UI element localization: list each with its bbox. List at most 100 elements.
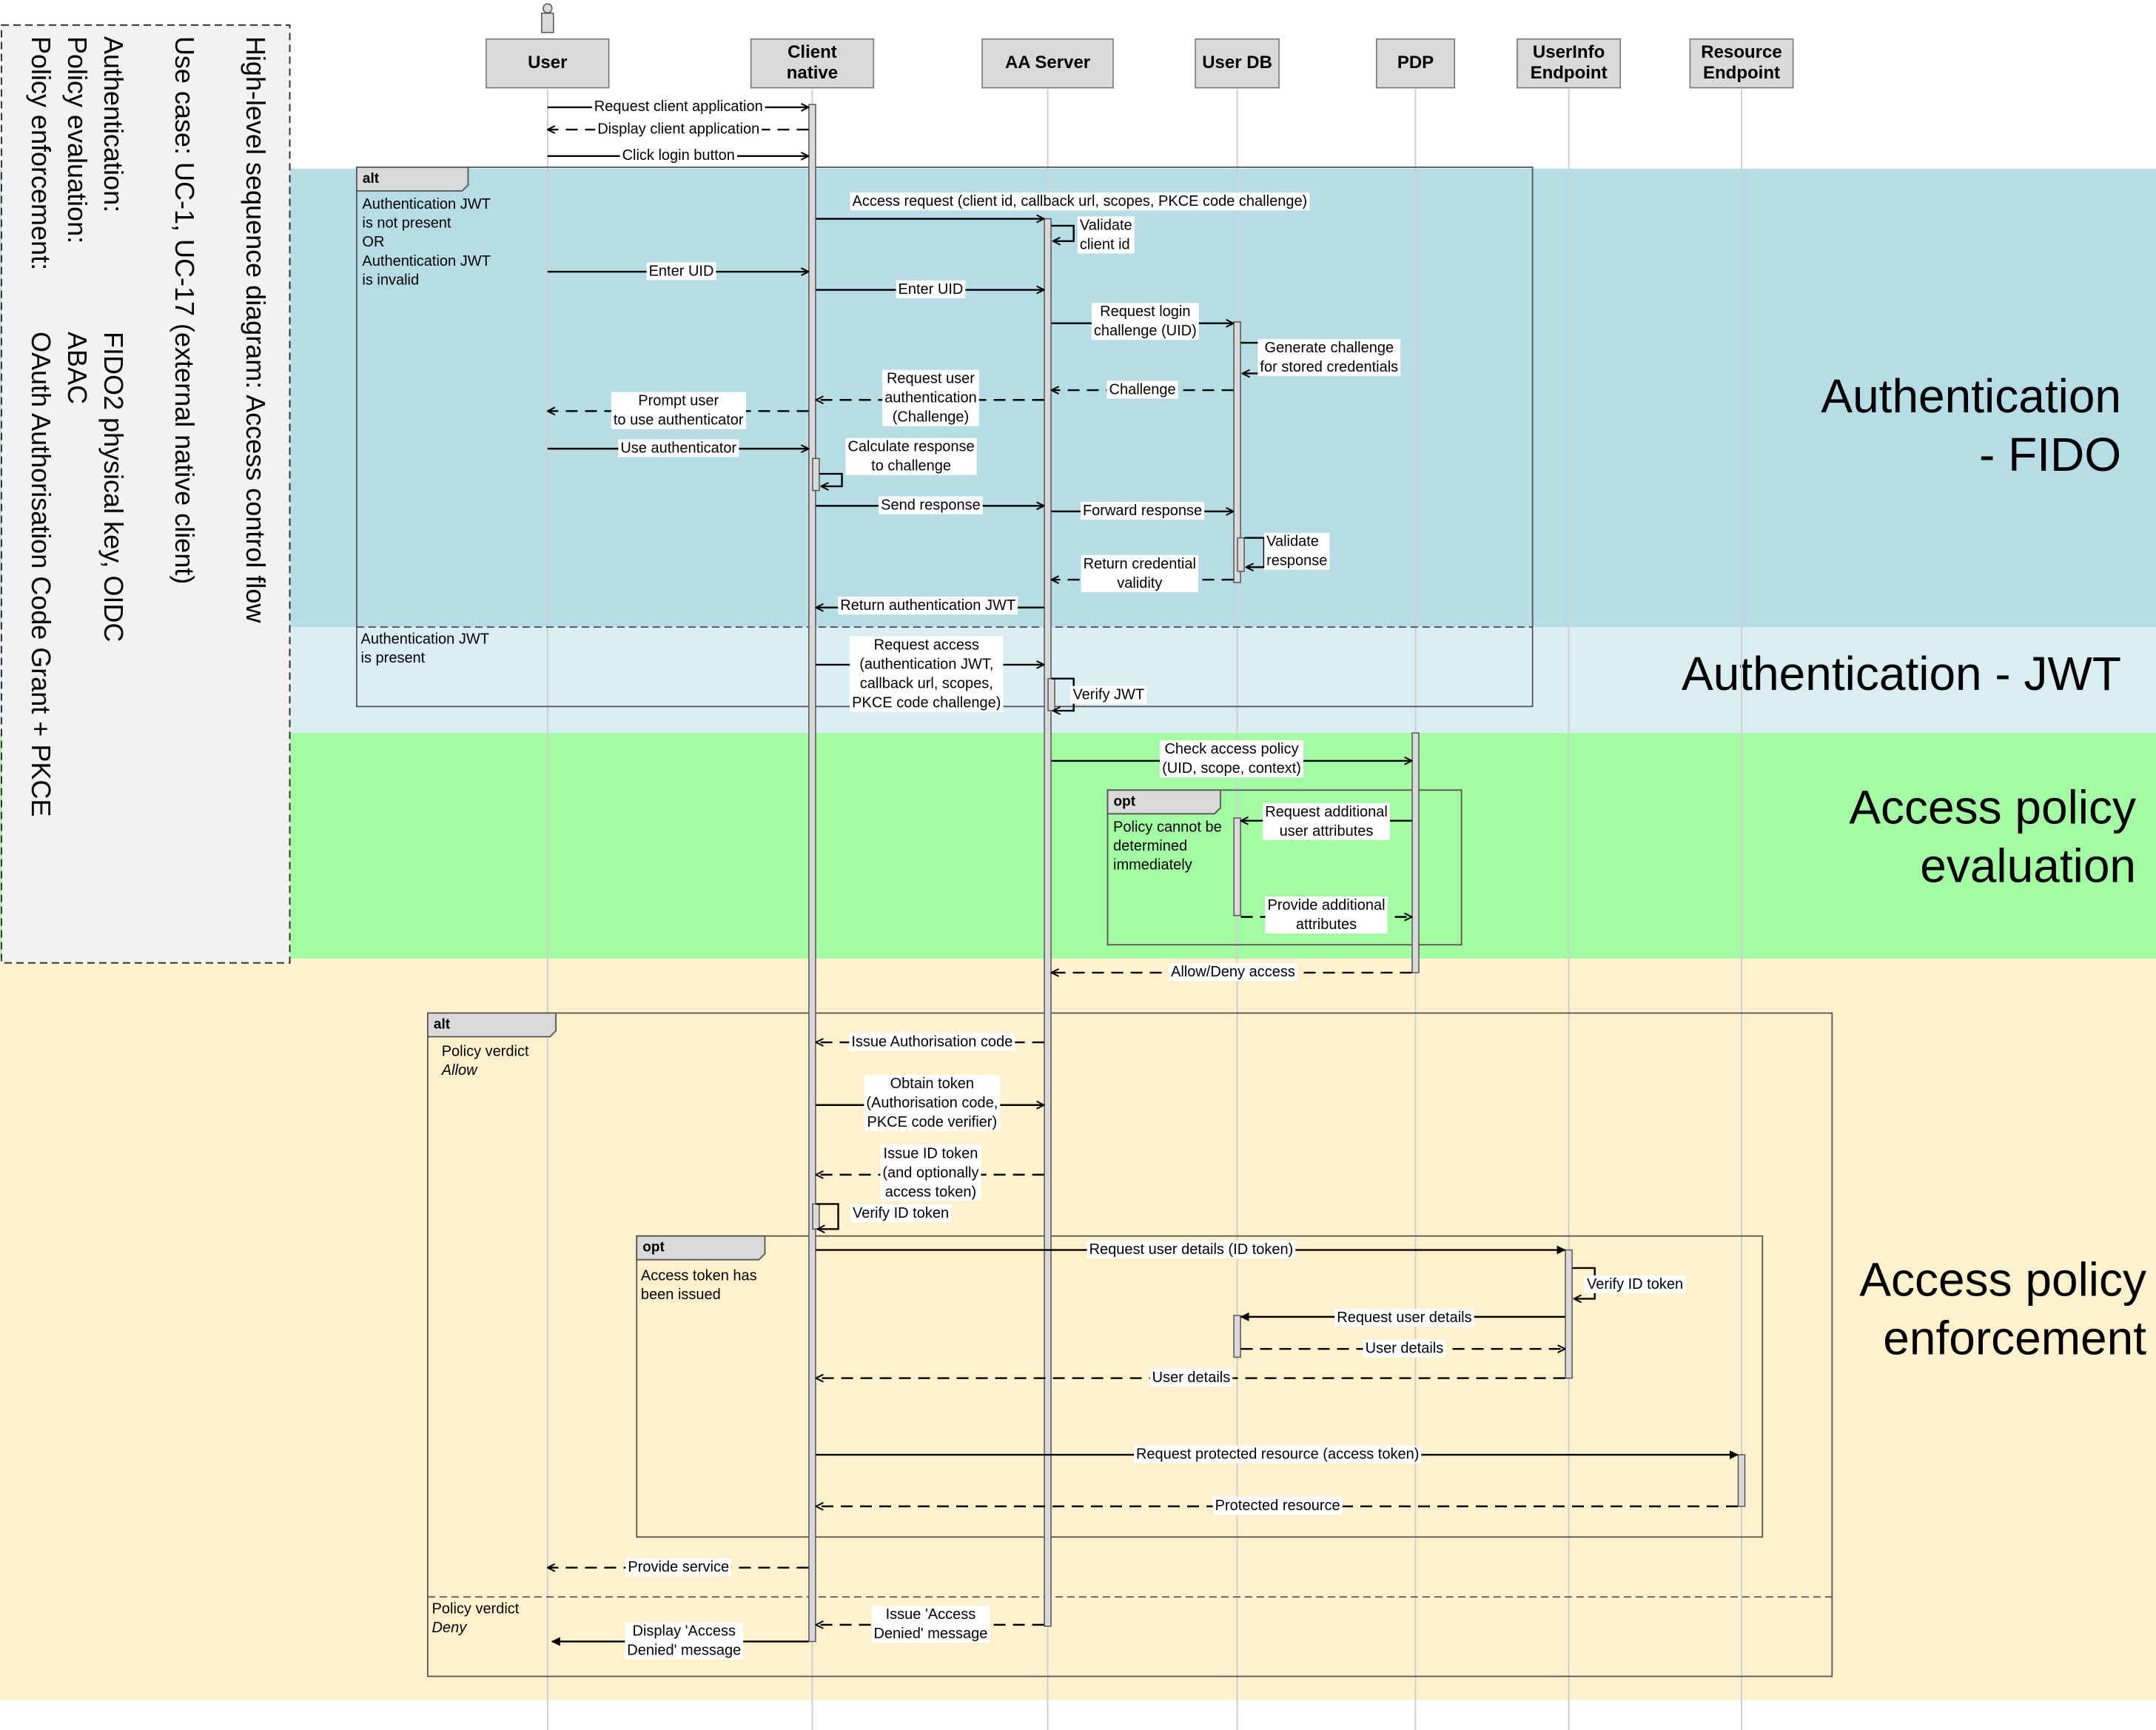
message-label: User details (1149, 1368, 1233, 1387)
message-label-line: Provide service (628, 1559, 729, 1575)
message-label-line: Provide additional (1268, 897, 1386, 913)
message-label-line: Return authentication JWT (840, 597, 1015, 614)
message-label-bg (882, 369, 979, 426)
message-label-line: Issue Authorisation code (851, 1033, 1012, 1050)
message-label-line: Forward response (1083, 503, 1202, 519)
message-label-line: to challenge (871, 458, 951, 475)
message-label-bg (850, 192, 1310, 211)
fragment-guard: Allow (441, 1062, 478, 1079)
info-value: FIDO2 physical key, OIDC (98, 332, 129, 642)
info-label: Policy evaluation: (62, 36, 93, 244)
message-label-bg (845, 437, 977, 475)
info-use-case: Use case: UC-1, UC-17 (external native c… (169, 36, 200, 584)
message-label-bg (595, 120, 762, 138)
message-label-line: Calculate response (847, 439, 974, 455)
message-label: Click login button (619, 147, 737, 165)
fragment-tab (1106, 789, 1221, 815)
message-label: Display client application (595, 120, 762, 138)
fragment-guard: Access token has (641, 1268, 757, 1284)
message-label-bg (1212, 1497, 1343, 1515)
self-message-arrow (816, 1203, 839, 1229)
fragment-frame (636, 1235, 1764, 1538)
message-label-line: authentication (884, 390, 977, 406)
phase-label: Access policy (1849, 780, 2136, 834)
message-label: User details (1363, 1339, 1446, 1358)
message-label: Protected resource (1212, 1497, 1343, 1515)
message-label-line: User details (1366, 1340, 1444, 1356)
message-label-line: client id (1080, 236, 1130, 252)
message-label: Access request (client id, callback url,… (850, 192, 1310, 211)
participant-label: Endpoint (1531, 63, 1608, 83)
message-label-line: Display 'Access (633, 1623, 736, 1640)
message-label-line: Denied' message (627, 1643, 741, 1659)
message-label-line: Request login (1100, 304, 1190, 320)
message-label-line: Use authenticator (620, 440, 736, 456)
participant-box (1689, 38, 1794, 89)
message-label-line: PKCE code challenge) (852, 694, 1001, 711)
user-actor-icon (541, 3, 554, 33)
message-label-bg (1585, 1275, 1686, 1293)
message-label-bg (1363, 1339, 1446, 1358)
message-label-bg (1263, 802, 1390, 840)
message-label-line: for stored credentials (1260, 359, 1398, 375)
message-label-line: Validate (1080, 217, 1132, 233)
message-label-bg (611, 392, 746, 429)
message-label: Request client application (591, 98, 765, 116)
activation-aa (1044, 218, 1052, 1627)
message-label: Enter UID (646, 262, 716, 281)
participant-label: PDP (1397, 53, 1434, 73)
phase-label: Access policy (1859, 1253, 2146, 1307)
message-label: Challenge (1106, 380, 1178, 399)
message-label-line: Prompt user (638, 393, 719, 409)
activation-pdp (1411, 732, 1420, 973)
phase-label: - FIDO (1979, 428, 2121, 481)
participant-label: AA Server (1005, 53, 1090, 73)
message-label: Obtain token(Authorisation code,PKCE cod… (864, 1075, 1001, 1132)
message-label-line: (authentication JWT, (859, 656, 993, 672)
message-label-bg (1087, 1240, 1296, 1258)
fragment-guard: is not present (362, 215, 451, 232)
participant-label: UserInfo (1533, 42, 1605, 62)
message-label-bg (871, 1606, 990, 1643)
message-label-line: PKCE code verifier) (867, 1114, 998, 1130)
fragment-guard: Policy cannot be (1113, 819, 1222, 835)
message-label-line: Enter UID (649, 263, 714, 279)
info-value: ABAC (62, 332, 93, 404)
message-label: Forward response (1080, 502, 1205, 520)
activation-userdb (1233, 1315, 1241, 1358)
fragment-keyword: opt (1114, 794, 1136, 809)
message-label: Issue Authorisation code (849, 1033, 1015, 1051)
message-label: Use authenticator (618, 439, 739, 457)
message-label-bg (625, 1558, 732, 1576)
message-label: Provide service (625, 1558, 732, 1576)
message-label-bg (838, 597, 1018, 615)
phase-label: enforcement (1883, 1312, 2146, 1365)
fragment-else-guard: is present (361, 650, 426, 666)
info-label: Authentication: (98, 36, 129, 212)
participant-label: Client (787, 42, 837, 62)
participant-aa: AA Server (981, 38, 1114, 89)
message-label-bg (646, 262, 716, 281)
message-label: Calculate response to challenge (845, 437, 977, 475)
message-label-bg (850, 1204, 952, 1222)
message-label-line: (UID, scope, context) (1162, 760, 1301, 777)
message-label-bg (1077, 216, 1135, 254)
participant-user: User (486, 38, 610, 89)
participant-box (750, 38, 875, 89)
message-label: Request protected resource (access token… (1133, 1445, 1422, 1464)
message-label-line: Display client application (597, 121, 759, 137)
fragment-guard: determined (1113, 838, 1187, 854)
message-label-bg (1149, 1368, 1233, 1387)
message-label-line: Request additional (1265, 804, 1388, 820)
message-label-line: Request user details (1337, 1310, 1471, 1326)
message-label-line: Verify ID token (1587, 1276, 1683, 1293)
